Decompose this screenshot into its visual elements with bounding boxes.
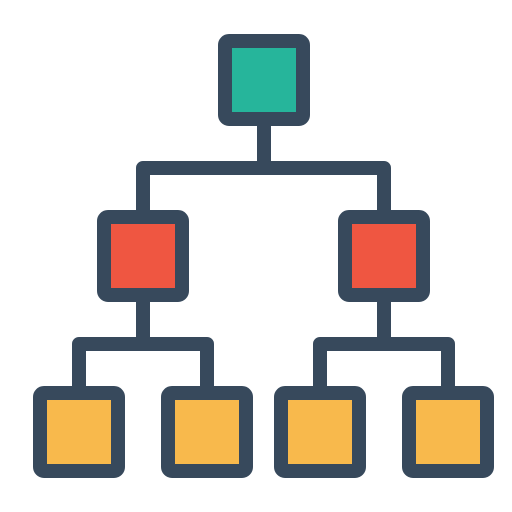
leaf-node-box xyxy=(402,386,494,478)
connector-lines xyxy=(72,119,455,386)
leaf-node-box xyxy=(33,386,125,478)
root-node-box xyxy=(218,34,310,126)
leaf-node-box xyxy=(274,386,366,478)
branch-node-box xyxy=(338,210,430,302)
branch-node-box xyxy=(97,210,189,302)
connector-branch xyxy=(72,337,214,386)
leaf-node-box xyxy=(161,386,253,478)
connector-branch xyxy=(136,161,391,210)
node-boxes xyxy=(33,34,494,478)
connector-branch xyxy=(313,337,455,386)
